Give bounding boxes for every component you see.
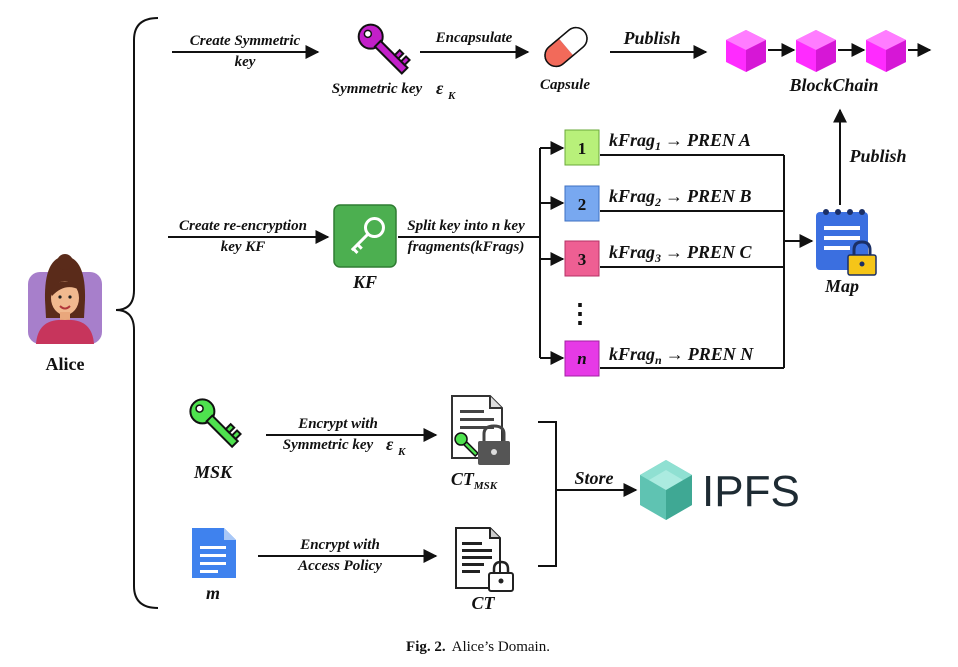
m-label: m [206,583,220,603]
ct-msk-document-icon [451,395,510,465]
fragment-3-number: 3 [578,250,587,269]
alice-name: Alice [46,354,85,374]
m-document-icon [192,528,236,578]
create-reencryption-line2: key KF [221,239,266,255]
fragment-3-label: kFrag3→PREN C [609,242,753,265]
split-key-line2: fragments(kFrags) [408,239,525,255]
kf-label: KF [352,272,377,292]
symmetric-key-symbol: ε [436,78,444,98]
split-key-line1: Split key into n key [407,218,525,234]
publish-map-label: Publish [848,146,906,166]
encrypt-policy-line1: Encrypt with [299,537,380,553]
symmetric-key-label: Symmetric key [332,81,423,97]
fragment-2-box: 2 [564,185,600,222]
fragment-1-label: kFrag1→PREN A [609,130,751,153]
encrypt-symmetric-symbol: ε [386,434,394,454]
store-label: Store [574,468,613,488]
create-symmetric-key-line1: Create Symmetric [190,33,301,49]
msk-label: MSK [193,462,234,482]
encapsulate-label: Encapsulate [435,30,513,46]
symmetric-key-subscript: K [447,90,456,102]
symmetric-key-icon [357,23,411,75]
publish-capsule-label: Publish [622,28,680,48]
store-bracket [538,421,557,567]
encrypt-policy-line2: Access Policy [297,558,382,574]
fragment-n-number: n [577,349,586,368]
fragment-3-box: 3 [564,240,600,277]
fragment-1-box: 1 [564,129,600,166]
encrypt-symmetric-line1: Encrypt with [297,416,378,432]
capsule-icon [544,26,588,68]
blockchain-label: BlockChain [788,75,878,95]
fragment-ellipsis: ⋮ [567,299,593,328]
create-symmetric-key-line2: key [235,54,256,70]
capsule-label: Capsule [540,77,590,93]
map-icon [816,209,877,276]
kf-key-icon [333,204,397,268]
ct-document-icon [455,527,514,592]
msk-key-icon [189,398,242,449]
blockchain-icon [726,30,932,72]
fragment-1-number: 1 [578,139,587,158]
alice-avatar [28,254,102,344]
figure-caption: Fig. 2.Alice’s Domain. [406,639,550,655]
ipfs-logo-icon [640,460,692,520]
encrypt-symmetric-subscript: K [397,446,406,458]
ct-msk-label: CTMSK [451,469,498,492]
ct-label: CT [471,593,495,613]
encrypt-symmetric-line2: Symmetric key [283,437,374,453]
create-reencryption-line1: Create re-encryption [179,218,307,234]
fragment-n-box: n [564,340,600,377]
ipfs-label: IPFS [702,467,800,516]
alice-brace [115,17,159,609]
fragment-n-label: kFragn→PREN N [609,344,754,367]
fragment-2-number: 2 [578,195,587,214]
fragment-2-label: kFrag2→PREN B [609,186,752,209]
map-label: Map [824,276,859,296]
